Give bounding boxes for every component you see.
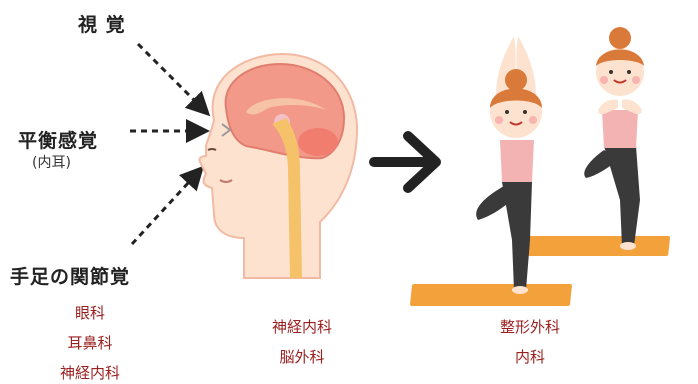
result-arrow-icon bbox=[374, 136, 436, 188]
yoga-woman-front-icon bbox=[410, 36, 572, 306]
yoga-woman-back-icon bbox=[518, 27, 670, 256]
proprioception-arrow bbox=[132, 170, 200, 244]
vision-arrow bbox=[138, 44, 206, 112]
head-profile-icon bbox=[199, 54, 357, 278]
